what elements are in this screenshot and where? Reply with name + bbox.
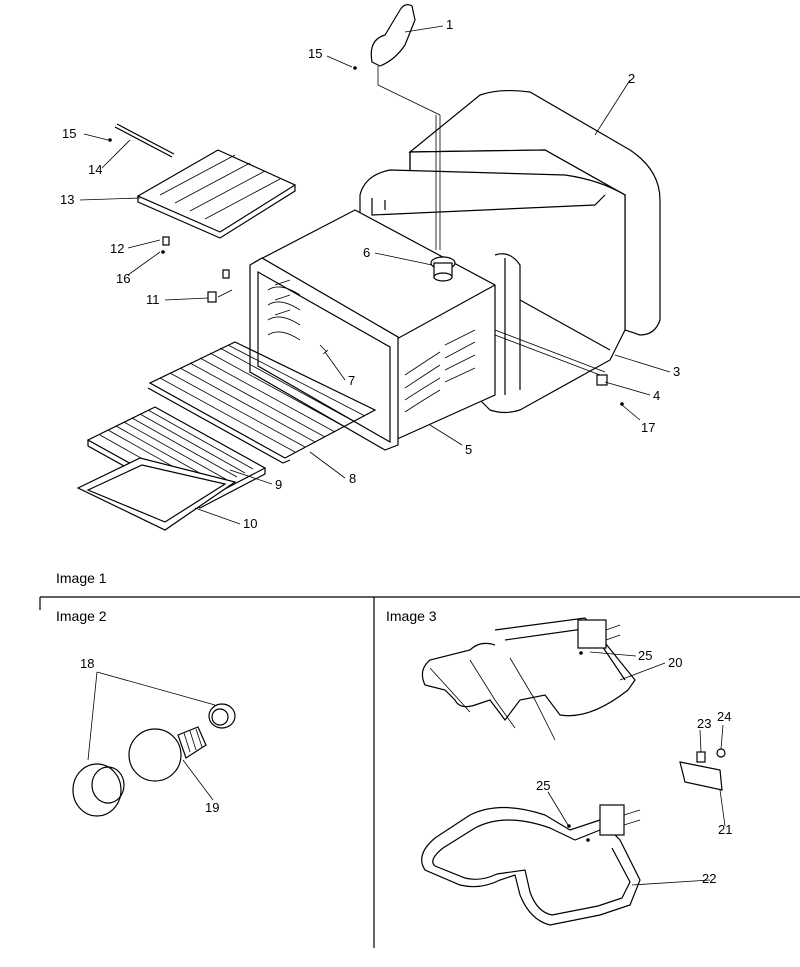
callout-7: 7: [348, 373, 356, 388]
small-parts: [162, 236, 608, 386]
callout-18: 18: [80, 656, 95, 671]
vent-duct: [370, 4, 441, 250]
callout-25-upper: 25: [638, 648, 653, 663]
callout-2: 2: [628, 71, 636, 86]
callout-23: 23: [697, 716, 712, 731]
terminal-block: [679, 748, 726, 791]
callout-9: 9: [275, 477, 283, 492]
bake-element-lower: [421, 804, 641, 926]
caption-image-3: Image 3: [386, 608, 437, 624]
oven-rack: [147, 341, 377, 464]
caption-image-1: Image 1: [56, 570, 107, 586]
callout-16: 16: [116, 271, 131, 286]
leader-lines: [79, 25, 726, 886]
caption-image-2: Image 2: [56, 608, 107, 624]
callout-14: 14: [88, 162, 103, 177]
callout-3: 3: [673, 364, 681, 379]
callout-5: 5: [465, 442, 473, 457]
callout-11: 11: [146, 292, 160, 307]
broil-element-upper: [421, 617, 636, 741]
screws: [108, 66, 624, 842]
broil-pan: [76, 457, 237, 531]
rod: [114, 123, 175, 158]
callout-13: 13: [60, 192, 75, 207]
top-pan: [136, 149, 297, 239]
vent-fitting: [430, 256, 456, 282]
callout-21: 21: [718, 822, 733, 837]
callout-24: 24: [717, 709, 732, 724]
broil-pan-grid: [86, 406, 267, 509]
callout-19: 19: [205, 800, 220, 815]
callout-25-lower: 25: [536, 778, 551, 793]
callout-22: 22: [702, 871, 717, 886]
callout-17: 17: [641, 420, 656, 435]
callout-6: 6: [363, 245, 371, 260]
light-assembly: [72, 703, 236, 817]
callout-15-left: 15: [62, 126, 77, 141]
callout-1: 1: [446, 17, 454, 32]
callout-10: 10: [243, 516, 258, 531]
callout-8: 8: [349, 471, 357, 486]
callout-12: 12: [110, 241, 125, 256]
callout-20: 20: [668, 655, 683, 670]
callout-4: 4: [653, 388, 661, 403]
callout-15-top: 15: [308, 46, 323, 61]
